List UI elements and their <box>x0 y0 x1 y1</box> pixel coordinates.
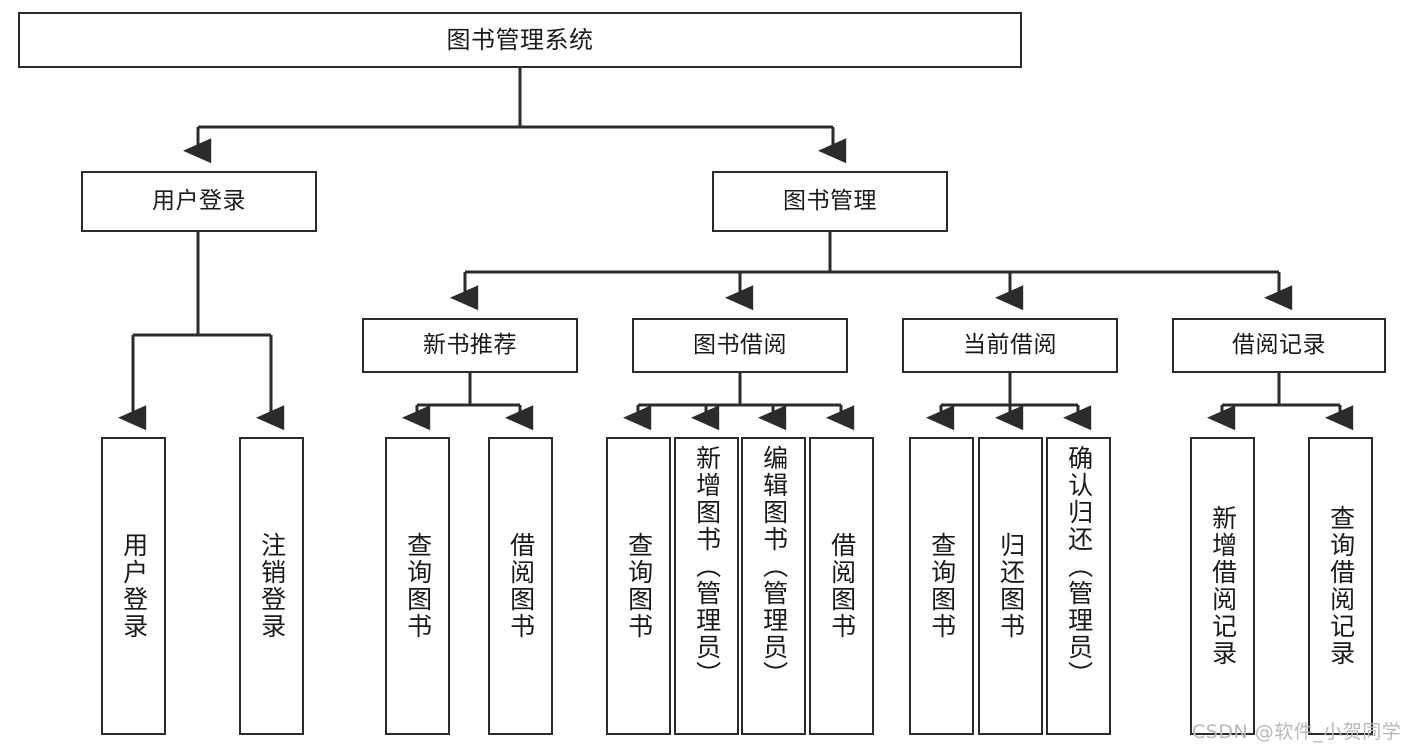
node-user-login-label: 用户登录 <box>152 187 246 214</box>
node-leaf-query-record[interactable]: 查询借阅记录 <box>1308 437 1373 735</box>
node-new-book-rec-label: 新书推荐 <box>423 331 517 358</box>
node-leaf-borrow-book-1-label: 借阅图书 <box>506 532 536 640</box>
node-leaf-edit-book-label: 编辑图书（管理员） <box>759 445 789 688</box>
node-leaf-confirm-return-label: 确认归还（管理员） <box>1064 445 1094 688</box>
node-leaf-user-login-label: 用户登录 <box>119 532 149 640</box>
node-leaf-query-book-1[interactable]: 查询图书 <box>385 437 450 735</box>
watermark-text: CSDN @软件_小贺同学 <box>1192 721 1402 743</box>
node-leaf-add-book[interactable]: 新增图书（管理员） <box>674 437 739 735</box>
node-borrow-record-label: 借阅记录 <box>1232 331 1326 358</box>
node-leaf-add-book-label: 新增图书（管理员） <box>692 445 722 688</box>
node-leaf-query-book-1-label: 查询图书 <box>403 532 433 640</box>
node-root-label: 图书管理系统 <box>446 25 594 54</box>
node-new-book-rec[interactable]: 新书推荐 <box>362 318 578 373</box>
node-leaf-logout[interactable]: 注销登录 <box>239 437 304 735</box>
node-leaf-query-book-2-label: 查询图书 <box>624 532 654 640</box>
node-borrow-record[interactable]: 借阅记录 <box>1172 318 1386 373</box>
node-leaf-user-login[interactable]: 用户登录 <box>101 437 166 735</box>
node-leaf-return-book-label: 归还图书 <box>996 532 1026 640</box>
node-root[interactable]: 图书管理系统 <box>18 12 1022 68</box>
node-leaf-add-record-label: 新增借阅记录 <box>1208 505 1238 667</box>
node-leaf-query-book-2[interactable]: 查询图书 <box>606 437 671 735</box>
node-current-borrow[interactable]: 当前借阅 <box>902 318 1118 373</box>
node-current-borrow-label: 当前借阅 <box>963 331 1057 358</box>
node-leaf-query-book-3[interactable]: 查询图书 <box>909 437 974 735</box>
node-leaf-edit-book[interactable]: 编辑图书（管理员） <box>741 437 806 735</box>
node-book-manage-label: 图书管理 <box>783 187 877 214</box>
node-leaf-add-record[interactable]: 新增借阅记录 <box>1190 437 1255 735</box>
node-leaf-logout-label: 注销登录 <box>257 532 287 640</box>
node-leaf-borrow-book-1[interactable]: 借阅图书 <box>488 437 553 735</box>
node-leaf-query-book-3-label: 查询图书 <box>927 532 957 640</box>
node-book-borrow[interactable]: 图书借阅 <box>632 318 848 373</box>
node-leaf-return-book[interactable]: 归还图书 <box>978 437 1043 735</box>
node-leaf-confirm-return[interactable]: 确认归还（管理员） <box>1046 437 1111 735</box>
node-user-login[interactable]: 用户登录 <box>81 171 317 232</box>
node-leaf-query-record-label: 查询借阅记录 <box>1326 505 1356 667</box>
node-book-manage[interactable]: 图书管理 <box>712 171 948 232</box>
node-book-borrow-label: 图书借阅 <box>693 331 787 358</box>
node-leaf-borrow-book-2[interactable]: 借阅图书 <box>809 437 874 735</box>
node-leaf-borrow-book-2-label: 借阅图书 <box>827 532 857 640</box>
